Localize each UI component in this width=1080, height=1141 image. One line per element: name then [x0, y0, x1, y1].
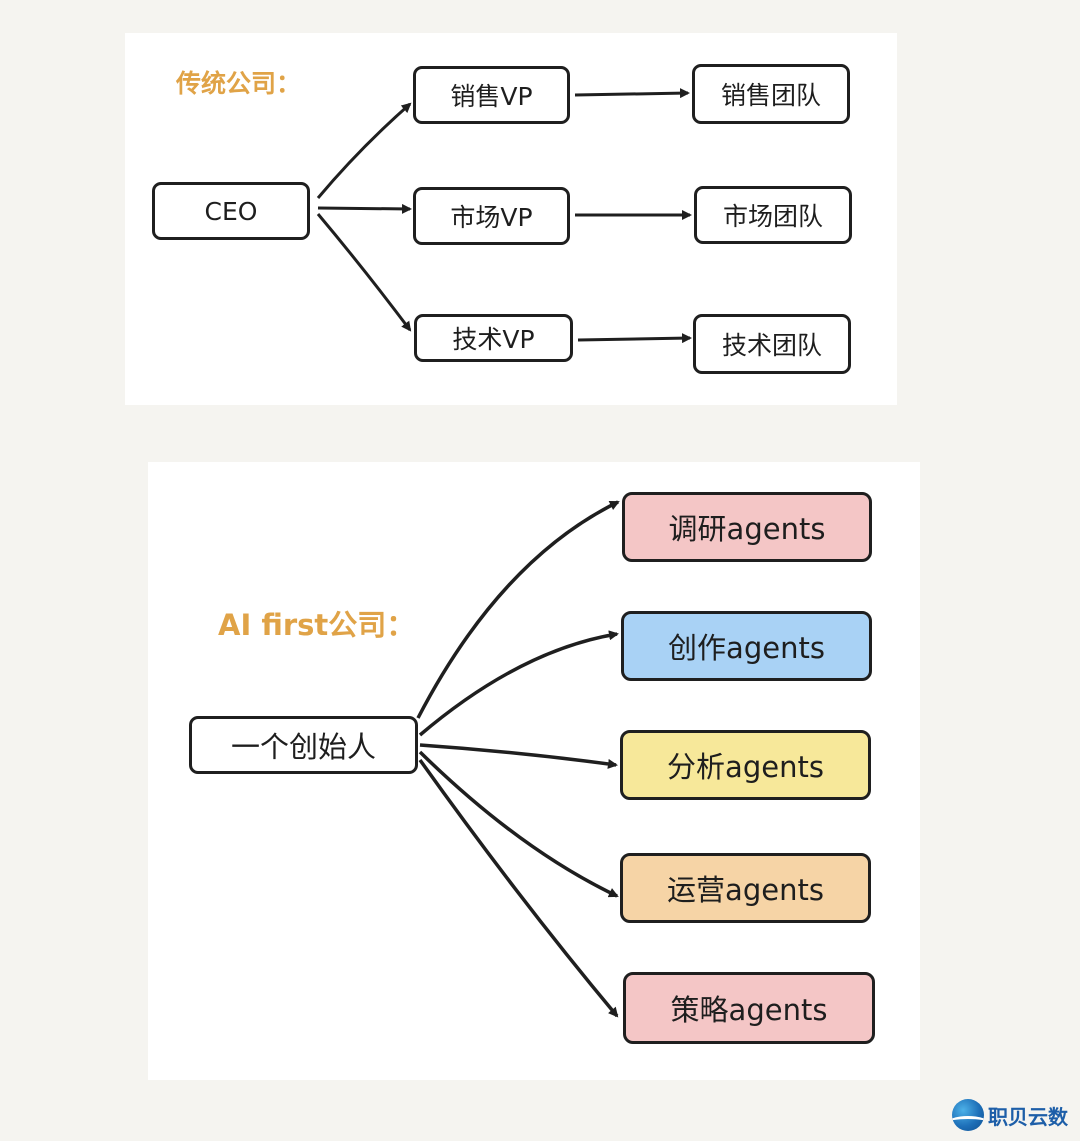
watermark: 职贝云数 — [952, 1097, 1068, 1133]
arrow-founder-to-operations — [418, 750, 619, 898]
creation-agents-node: 创作agents — [621, 611, 872, 681]
arrow-sales-vp-to-team — [574, 88, 690, 99]
research-agents-node: 调研agents — [622, 492, 872, 562]
arrow-tech-vp-to-team — [577, 333, 692, 344]
arrow-ceo-to-sales-vp — [316, 102, 412, 199]
marketing-team-node: 市场团队 — [694, 186, 852, 244]
arrow-founder-to-research — [416, 500, 620, 719]
tech-team-node: 技术团队 — [693, 314, 851, 374]
arrow-founder-to-analysis — [419, 743, 618, 769]
ceo-node: CEO — [152, 182, 310, 240]
operations-agents-node: 运营agents — [620, 853, 871, 923]
founder-node: 一个创始人 — [189, 716, 418, 774]
arrow-founder-to-strategy — [418, 758, 619, 1018]
strategy-agents-node: 策略agents — [623, 972, 875, 1044]
arrow-ceo-to-marketing-vp — [317, 203, 412, 214]
sales-vp-node: 销售VP — [413, 66, 570, 124]
marketing-vp-node: 市场VP — [413, 187, 570, 245]
arrow-ceo-to-tech-vp — [316, 213, 412, 332]
wave-globe-logo-icon — [952, 1099, 984, 1131]
tech-vp-node: 技术VP — [414, 314, 573, 362]
arrow-founder-to-creation — [418, 630, 619, 737]
traditional-company-heading: 传统公司： — [176, 69, 302, 98]
ai-first-company-heading: AI first公司： — [218, 608, 416, 642]
analysis-agents-node: 分析agents — [620, 730, 871, 800]
watermark-text: 职贝云数 — [988, 1104, 1068, 1129]
sales-team-node: 销售团队 — [692, 64, 850, 124]
